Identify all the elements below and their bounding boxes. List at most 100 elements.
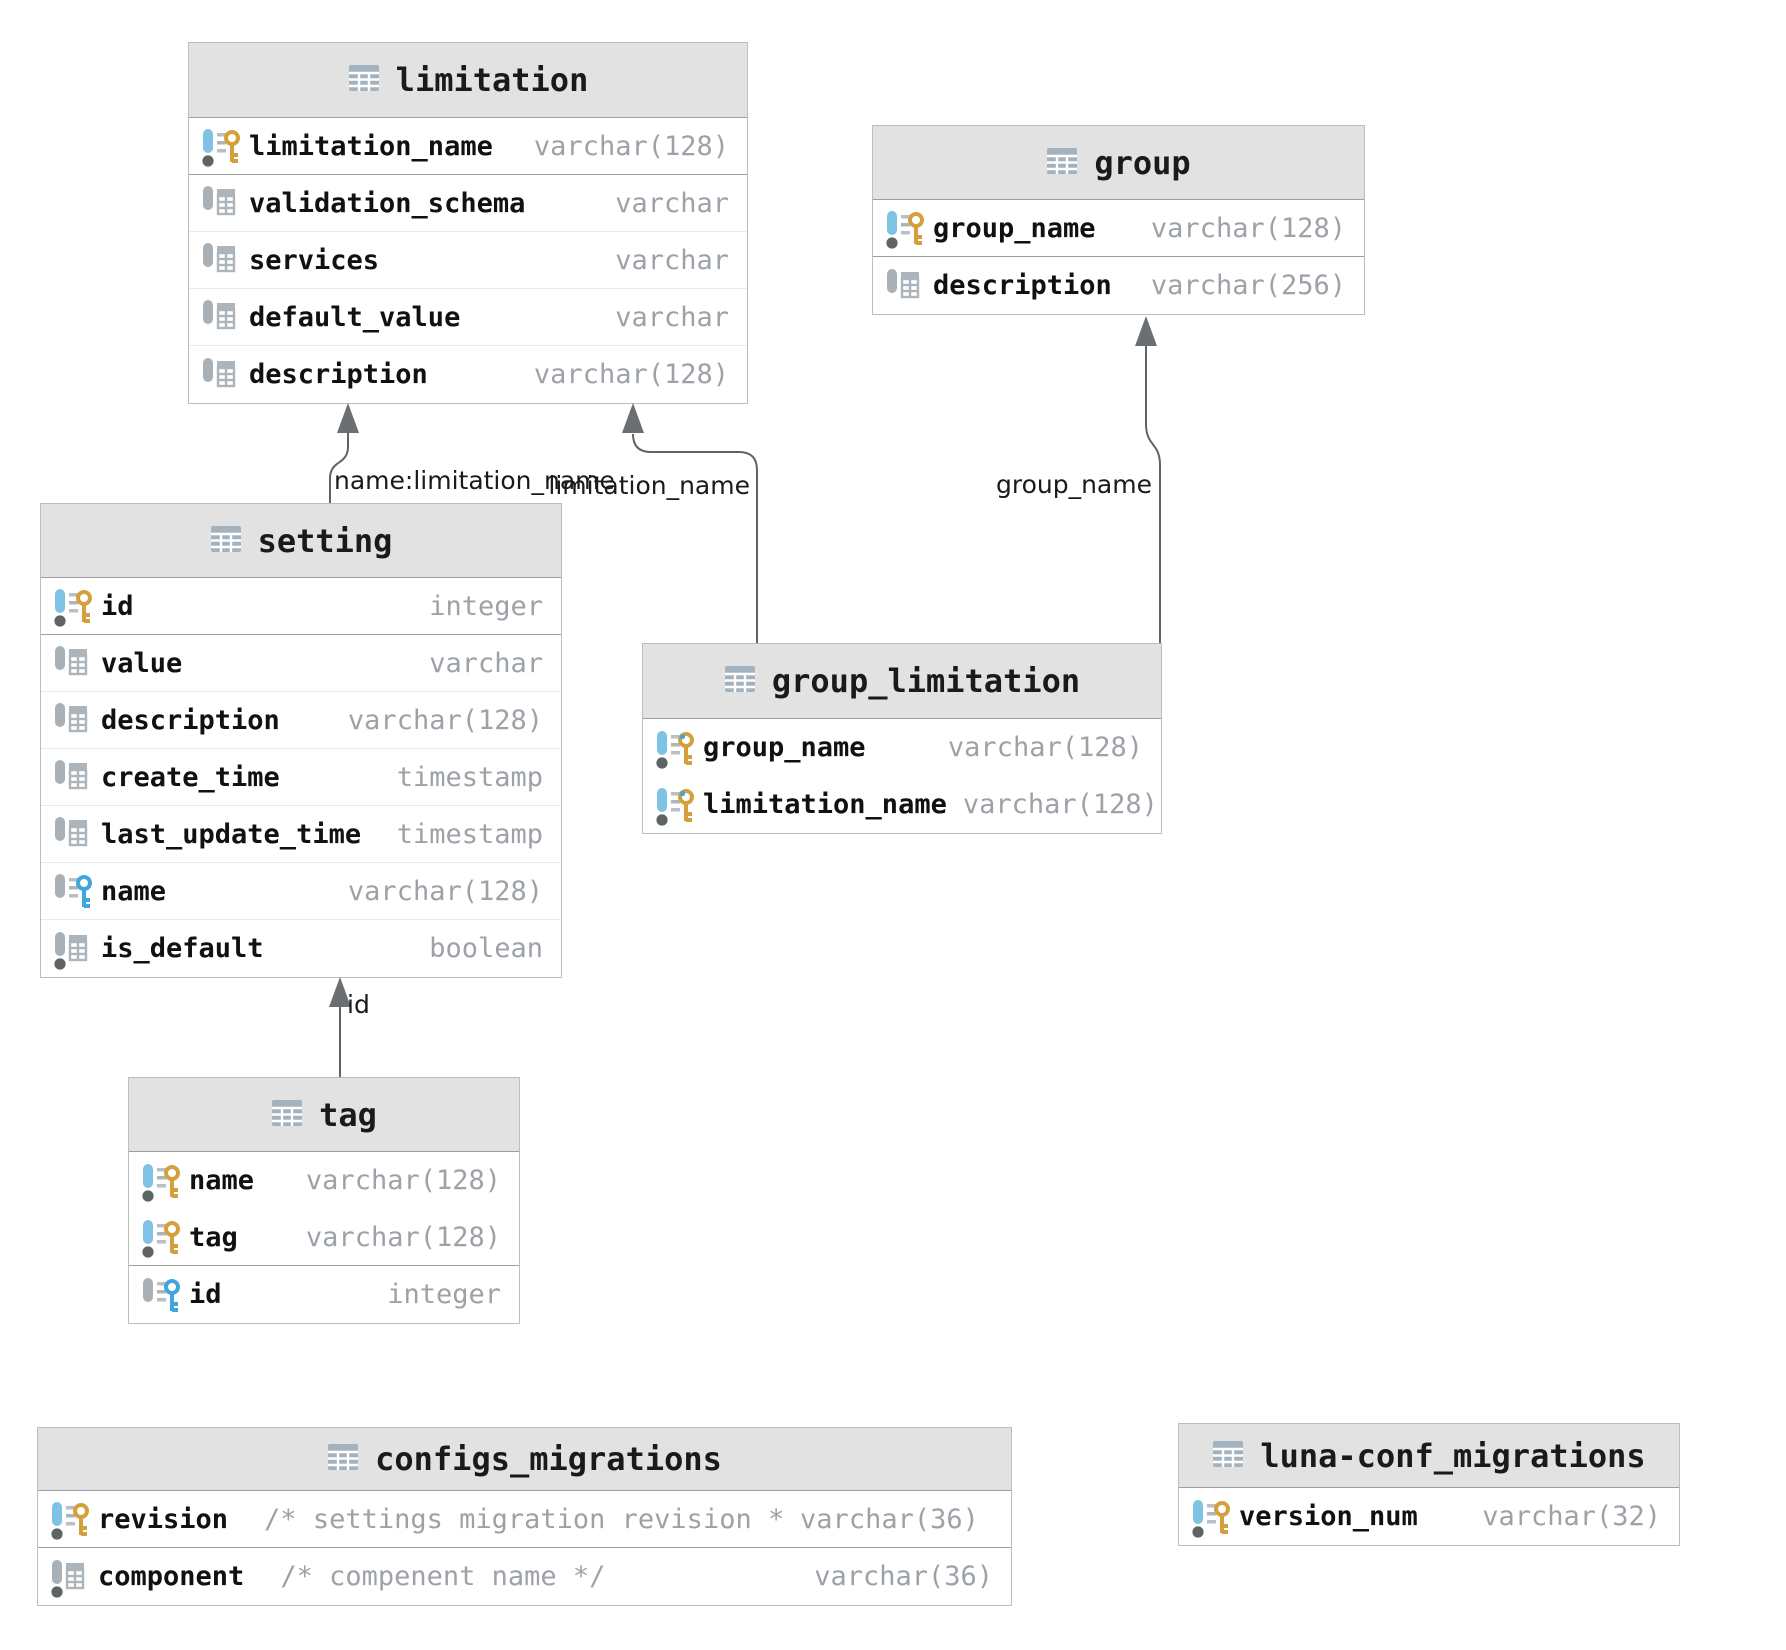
column-name: id	[101, 590, 134, 622]
column-row-group-description[interactable]: description varchar(256)	[873, 257, 1364, 314]
table-icon	[1212, 1439, 1244, 1473]
column-type: varchar(256)	[1150, 270, 1346, 301]
column-type: varchar	[615, 301, 729, 333]
column-name: component	[98, 1561, 245, 1592]
table-rows: group_name varchar(128) description varc…	[873, 200, 1364, 314]
column-icon	[885, 264, 925, 308]
table-icon	[1046, 146, 1078, 180]
table-luna-conf_migrations[interactable]: luna-conf_migrations version_num varchar…	[1178, 1423, 1680, 1546]
table-icon	[210, 524, 242, 558]
table-title: group	[1094, 143, 1191, 182]
column-row-setting-name[interactable]: name varchar(128)	[41, 863, 561, 920]
relationship-line[interactable]	[1145, 346, 1161, 643]
primary-key-icon	[53, 584, 93, 628]
column-type: varchar	[615, 187, 729, 219]
column-row-limitation-limitation_name[interactable]: limitation_name varchar(128)	[189, 118, 747, 175]
table-header[interactable]: limitation	[189, 43, 747, 118]
column-row-limitation-validation_schema[interactable]: validation_schema varchar	[189, 175, 747, 232]
relationship-label: id	[347, 990, 370, 1019]
column-row-configs_migrations-revision[interactable]: revision /* settings migration revision …	[38, 1491, 1011, 1548]
table-group[interactable]: group group_name varchar(128) descriptio…	[872, 125, 1365, 315]
column-row-tag-tag[interactable]: tag varchar(128)	[129, 1209, 519, 1266]
column-name: description	[933, 270, 1112, 301]
column-row-group-group_name[interactable]: group_name varchar(128)	[873, 200, 1364, 257]
column-row-group_limitation-limitation_name[interactable]: limitation_name varchar(128)	[643, 776, 1161, 833]
column-row-tag-name[interactable]: name varchar(128)	[129, 1152, 519, 1209]
table-header[interactable]: group	[873, 126, 1364, 200]
table-header[interactable]: setting	[41, 504, 561, 578]
column-icon	[201, 181, 241, 225]
column-type: varchar(128)	[962, 789, 1158, 820]
relationship-group_limitation-limitation[interactable]: limitation_name	[548, 403, 758, 643]
column-row-limitation-default_value[interactable]: default_value varchar	[189, 289, 747, 346]
table-configs_migrations[interactable]: configs_migrations revision /* settings …	[37, 1427, 1012, 1606]
column-row-setting-last_update_time[interactable]: last_update_time timestamp	[41, 806, 561, 863]
arrowhead-icon	[1135, 316, 1157, 346]
column-type: varchar(128)	[533, 130, 729, 162]
table-rows: version_num varchar(32)	[1179, 1488, 1679, 1545]
relationship-tag-setting[interactable]: id	[329, 977, 370, 1077]
primary-key-icon	[885, 206, 925, 250]
column-row-luna-conf_migrations-version_num[interactable]: version_num varchar(32)	[1179, 1488, 1679, 1545]
column-row-limitation-services[interactable]: services varchar	[189, 232, 747, 289]
column-notnull-icon	[53, 927, 93, 971]
arrowhead-icon	[329, 977, 351, 1007]
column-icon	[53, 755, 93, 799]
column-comment: /* compenent name */	[280, 1561, 606, 1592]
table-header[interactable]: luna-conf_migrations	[1179, 1424, 1679, 1488]
table-header[interactable]: group_limitation	[643, 644, 1161, 719]
column-name: version_num	[1239, 1501, 1418, 1532]
primary-foreign-key-icon	[655, 783, 695, 827]
table-limitation[interactable]: limitation limitation_name varchar(128) …	[188, 42, 748, 404]
primary-key-icon	[141, 1159, 181, 1203]
column-type: varchar(128)	[305, 1165, 501, 1196]
column-row-group_limitation-group_name[interactable]: group_name varchar(128)	[643, 719, 1161, 776]
table-icon	[348, 63, 380, 97]
table-icon	[327, 1442, 359, 1476]
arrowhead-icon	[622, 403, 644, 433]
column-row-setting-description[interactable]: description varchar(128)	[41, 692, 561, 749]
relationship-line[interactable]	[329, 433, 349, 503]
relationship-line[interactable]	[632, 433, 758, 643]
relationship-setting-limitation[interactable]: name:limitation_name	[329, 403, 615, 503]
table-header[interactable]: configs_migrations	[38, 1428, 1011, 1491]
column-row-setting-is_default[interactable]: is_default boolean	[41, 920, 561, 977]
relationship-group_limitation-group[interactable]: group_name	[996, 316, 1161, 643]
table-rows: revision /* settings migration revision …	[38, 1491, 1011, 1605]
table-tag[interactable]: tag name varchar(128) tag varchar(128) i…	[128, 1077, 520, 1324]
column-type: boolean	[429, 933, 543, 964]
column-icon	[53, 698, 93, 742]
column-type: timestamp	[396, 818, 543, 850]
table-rows: name varchar(128) tag varchar(128) id in…	[129, 1152, 519, 1323]
column-row-setting-create_time[interactable]: create_time timestamp	[41, 749, 561, 806]
column-name: limitation_name	[249, 130, 493, 162]
column-row-tag-id[interactable]: id integer	[129, 1266, 519, 1323]
relationship-label: name:limitation_name	[334, 466, 615, 495]
column-name: group_name	[703, 732, 866, 763]
column-row-setting-value[interactable]: value varchar	[41, 635, 561, 692]
primary-key-icon	[201, 124, 241, 168]
column-name: default_value	[249, 301, 461, 333]
table-title: limitation	[395, 61, 589, 99]
column-name: revision	[98, 1503, 229, 1535]
column-name: description	[101, 704, 280, 736]
column-row-configs_migrations-component[interactable]: component /* compenent name */ varchar(3…	[38, 1548, 1011, 1605]
table-group_limitation[interactable]: group_limitation group_name varchar(128)…	[642, 643, 1162, 834]
column-name: description	[249, 359, 428, 390]
column-name: name	[101, 875, 167, 907]
primary-key-icon	[141, 1215, 181, 1259]
column-type: integer	[429, 590, 543, 622]
column-name: create_time	[101, 761, 280, 793]
table-header[interactable]: tag	[129, 1078, 519, 1152]
table-setting[interactable]: setting id integer value varchar descrip…	[40, 503, 562, 978]
table-icon	[724, 664, 756, 698]
column-name: validation_schema	[249, 187, 526, 219]
arrowhead-icon	[337, 403, 359, 433]
column-row-setting-id[interactable]: id integer	[41, 578, 561, 635]
column-type: varchar(128)	[347, 875, 543, 907]
column-row-limitation-description[interactable]: description varchar(128)	[189, 346, 747, 403]
relationship-label: group_name	[996, 470, 1152, 499]
relationship-label: limitation_name	[548, 471, 750, 500]
column-name: services	[249, 244, 380, 276]
